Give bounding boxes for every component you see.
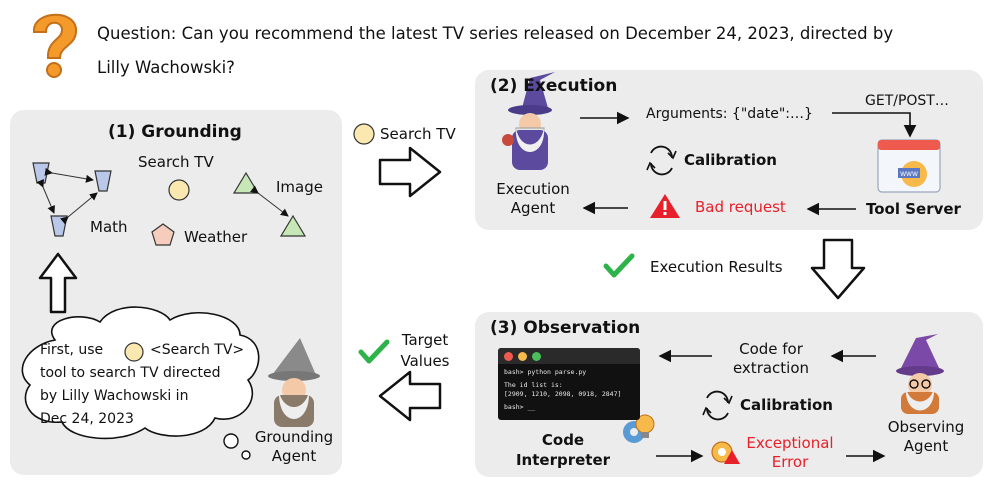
thought-line-1a: First, use bbox=[40, 342, 104, 358]
calibration-icon-obs bbox=[702, 390, 733, 421]
search-tv-node bbox=[168, 179, 190, 201]
code-interpreter-label: Code Interpreter bbox=[515, 431, 611, 469]
target-values-label: Target Values bbox=[400, 331, 450, 370]
check-icon-target bbox=[358, 339, 390, 364]
close-dot-icon bbox=[504, 352, 513, 361]
exceptional-error-label: Exceptional Error bbox=[746, 434, 834, 471]
grounding-title: (1) Grounding bbox=[108, 122, 242, 142]
math-node-1 bbox=[32, 162, 50, 184]
tool-label-math: Math bbox=[90, 218, 128, 236]
check-icon-exec bbox=[603, 253, 635, 278]
thought-line-4: Dec 24, 2023 bbox=[40, 411, 134, 427]
to-grounding-arrow bbox=[378, 370, 442, 422]
gear-error-icon bbox=[711, 441, 740, 464]
thought-line-2: tool to search TV directed bbox=[40, 365, 221, 381]
arguments-label: Arguments: {"date":…} bbox=[646, 106, 813, 122]
to-observation-arrow bbox=[810, 238, 866, 300]
execution-agent-label: Execution Agent bbox=[496, 180, 570, 217]
warning-icon bbox=[650, 194, 680, 218]
execution-results-label: Execution Results bbox=[650, 258, 783, 276]
observing-agent-label: Observing Agent bbox=[887, 418, 965, 455]
maximize-dot-icon bbox=[532, 352, 541, 361]
search-tv-middle-label: Search TV bbox=[380, 125, 456, 143]
math-node-2 bbox=[94, 170, 112, 192]
question-line-2: Lilly Wachowski? bbox=[97, 58, 235, 77]
code-for-extraction-label: Code for extraction bbox=[732, 340, 810, 377]
execution-agent-icon bbox=[502, 72, 555, 170]
bad-request-label: Bad request bbox=[695, 198, 786, 216]
thought-line-1b: <Search TV> bbox=[150, 342, 245, 358]
math-node-3 bbox=[50, 215, 68, 237]
tool-server-label: Tool Server bbox=[866, 200, 961, 218]
minimize-dot-icon bbox=[518, 352, 527, 361]
weather-node bbox=[151, 223, 175, 246]
observing-agent-icon bbox=[896, 334, 944, 414]
grounding-agent-icon bbox=[268, 338, 320, 427]
tool-label-weather: Weather bbox=[184, 228, 248, 246]
tool-server-icon: WWW bbox=[877, 139, 941, 193]
svg-text:WWW: WWW bbox=[900, 171, 918, 178]
to-execution-arrow bbox=[378, 146, 442, 198]
terminal-titlebar bbox=[498, 348, 640, 364]
calibration-icon-exec bbox=[646, 145, 677, 176]
thought-cloud bbox=[21, 306, 260, 440]
grounding-up-arrow bbox=[38, 252, 78, 314]
tool-label-search-tv: Search TV bbox=[138, 153, 214, 171]
tool-label-image: Image bbox=[276, 178, 323, 196]
search-tv-middle-icon bbox=[353, 123, 375, 145]
image-node-2 bbox=[279, 214, 307, 237]
search-tv-inline-icon bbox=[124, 342, 144, 362]
get-post-label: GET/POST… bbox=[865, 93, 949, 109]
observation-title: (3) Observation bbox=[490, 318, 641, 338]
execution-title: (2) Execution bbox=[490, 76, 618, 96]
calibration-label-exec: Calibration bbox=[684, 151, 777, 169]
grounding-agent-label: Grounding Agent bbox=[254, 428, 334, 465]
question-line-1: Question: Can you recommend the latest T… bbox=[97, 24, 894, 43]
calibration-label-obs: Calibration bbox=[740, 396, 833, 414]
question-icon bbox=[20, 2, 90, 82]
interpreter-icon bbox=[623, 414, 655, 443]
thought-line-3: by Lilly Wachowski in bbox=[40, 388, 189, 404]
image-node-1 bbox=[232, 171, 260, 194]
